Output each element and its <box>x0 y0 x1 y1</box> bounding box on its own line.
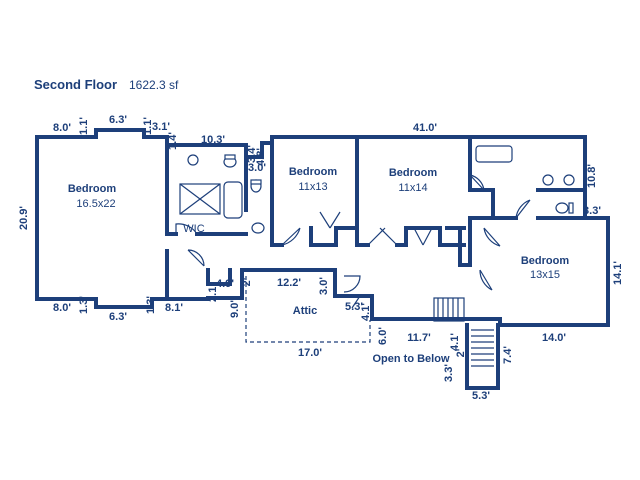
dim-label: 1.3' <box>78 296 90 314</box>
bedroom-1-name: Bedroom <box>68 183 117 195</box>
dim-label: 4.1' <box>449 333 461 351</box>
bedroom-2-size: 11x13 <box>298 181 327 193</box>
dim-label: 17.0' <box>298 347 322 359</box>
dim-label: 5.3' <box>472 390 490 402</box>
floor-area: 1622.3 sf <box>129 78 179 92</box>
dim-label: 1.1' <box>142 117 154 135</box>
bedroom-2-name: Bedroom <box>289 166 338 178</box>
attic-boundary <box>245 276 371 343</box>
dim-label: 10.3' <box>201 134 225 146</box>
open-to-below-label: Open to Below <box>373 353 450 365</box>
bath-fixtures <box>179 145 575 234</box>
dim-label: 3.1' <box>152 121 170 133</box>
dim-label: 20.9' <box>18 206 30 230</box>
dim-label: 2' <box>455 348 467 357</box>
bedroom-4-name: Bedroom <box>521 255 570 267</box>
wic-label: WIC <box>183 223 204 235</box>
dim-label: 8.0' <box>53 122 71 134</box>
bedroom-3-size: 11x14 <box>398 182 427 194</box>
dim-label: 11.7' <box>407 332 431 344</box>
floor-title: Second Floor <box>34 77 117 92</box>
dim-label: 3.0' <box>248 162 266 174</box>
dim-label: 6.3' <box>109 311 127 323</box>
bedroom-3-name: Bedroom <box>389 167 438 179</box>
door-swings <box>175 174 531 309</box>
dim-label: 3.3' <box>443 364 455 382</box>
attic-label: Attic <box>293 305 317 317</box>
dim-label: 2.1' <box>207 284 219 302</box>
dim-label: 3.3' <box>583 205 601 217</box>
dim-label: 1.1' <box>78 117 90 135</box>
bedroom-1-size: 16.5x22 <box>76 198 115 210</box>
dim-label: 7.4' <box>502 346 514 364</box>
dim-label: 9.0' <box>229 300 241 318</box>
dim-label: 14.1' <box>612 261 624 285</box>
interior-walls <box>165 135 587 321</box>
dim-label: 3.4' <box>246 145 258 163</box>
dim-label: 10.8' <box>586 164 598 188</box>
dim-label: 8.1' <box>165 302 183 314</box>
dim-label: 4.9' <box>216 278 234 290</box>
dim-label: 3.0' <box>318 277 330 295</box>
dim-label: 6.3' <box>109 114 127 126</box>
dim-label: 1.3' <box>145 296 157 314</box>
dim-label: 41.0' <box>413 122 437 134</box>
dim-label: 5.3' <box>345 301 363 313</box>
dimension-labels: 8.0' 1.1' 6.3' 1.1' 3.1' 1.4' 10.3' 41.0… <box>18 114 624 402</box>
stairs <box>433 297 500 390</box>
dim-label: 6.0' <box>377 327 389 345</box>
dim-label: 8.0' <box>53 302 71 314</box>
dim-label: 2' <box>241 277 253 286</box>
dim-label: 4.8' <box>255 148 267 166</box>
bedroom-4-size: 13x15 <box>530 269 560 281</box>
dim-label: 1.4' <box>167 132 179 150</box>
dim-label: 12.2' <box>277 277 301 289</box>
dim-label: 14.0' <box>542 332 566 344</box>
dim-label: 4.1' <box>360 303 372 321</box>
